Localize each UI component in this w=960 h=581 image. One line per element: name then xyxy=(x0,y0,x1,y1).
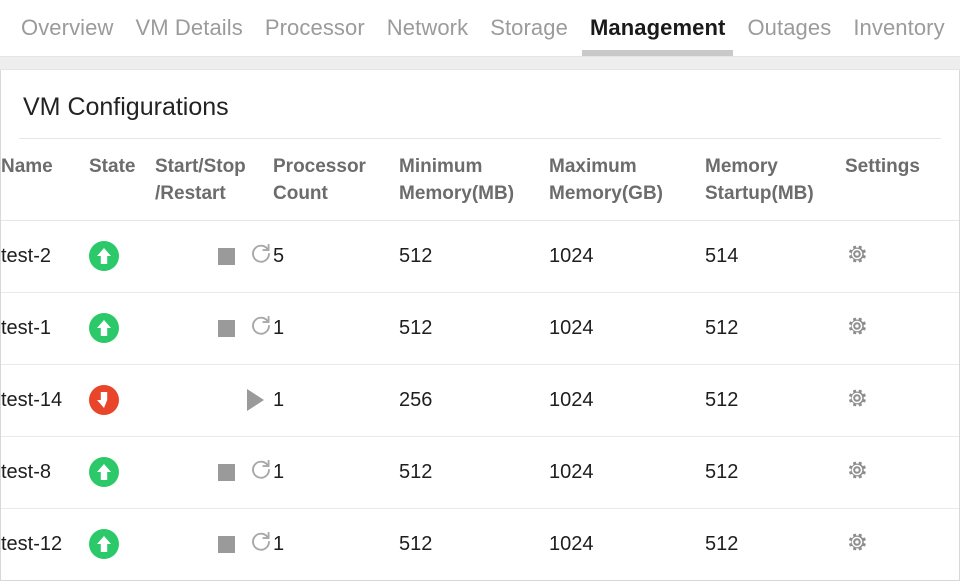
gear-icon[interactable] xyxy=(845,386,869,414)
column-header-name: Name xyxy=(1,155,53,177)
column-header-min-memory-line1: Minimum xyxy=(399,155,483,177)
gear-icon[interactable] xyxy=(845,530,869,558)
cell-maximum-memory: 1024 xyxy=(549,533,594,556)
column-header-settings: Settings xyxy=(845,155,920,177)
gear-icon[interactable] xyxy=(845,314,869,342)
stop-icon[interactable] xyxy=(218,247,235,265)
arrow-up-circle-icon[interactable] xyxy=(89,529,119,560)
column-header-minimum-memory: Minimum Memory(MB) xyxy=(399,139,549,221)
cell-processor-count: 1 xyxy=(273,292,399,365)
tab-network[interactable]: Network xyxy=(386,15,469,40)
column-header-start-stop-restart: Start/Stop /Restart xyxy=(155,139,273,221)
cell-settings xyxy=(845,436,959,509)
cell-settings xyxy=(845,364,959,437)
column-header-min-memory-line2: Memory(MB) xyxy=(399,183,515,205)
cell-memory-startup: 512 xyxy=(705,292,845,365)
cell-processor-count: 1 xyxy=(273,436,399,509)
cell-state xyxy=(89,436,155,509)
gear-icon[interactable] xyxy=(845,242,869,270)
column-header-startup-line2: Startup(MB) xyxy=(705,183,814,205)
vm-configurations-table: Name State Start/Stop /Restart Processor… xyxy=(1,139,959,580)
arrow-up-circle-icon[interactable] xyxy=(89,457,119,488)
restart-icon[interactable] xyxy=(249,314,273,342)
cell-state xyxy=(89,508,155,580)
cell-controls xyxy=(155,220,273,293)
cell-state xyxy=(89,364,155,437)
cell-processor-count: 1 xyxy=(273,533,285,556)
cell-settings xyxy=(845,292,959,365)
cell-memory-startup: 514 xyxy=(705,220,845,293)
tab-bar: Overview VM Details Processor Network St… xyxy=(0,0,960,56)
column-header-control-line2: /Restart xyxy=(155,183,226,205)
tab-processor[interactable]: Processor xyxy=(264,15,365,40)
table-row: test-12 1 512 1024 512 xyxy=(1,508,959,580)
arrow-up-circle-icon[interactable] xyxy=(89,313,119,344)
table-header: Name State Start/Stop /Restart Processor… xyxy=(1,139,959,221)
cell-maximum-memory: 1024 xyxy=(549,436,705,509)
column-header-processor-line2: Count xyxy=(273,183,328,205)
tab-storage[interactable]: Storage xyxy=(490,15,568,40)
cell-controls xyxy=(155,292,273,365)
cell-name: test-1 xyxy=(1,292,89,365)
section-divider-band xyxy=(0,56,960,70)
arrow-up-circle-icon[interactable] xyxy=(89,241,119,272)
column-header-max-memory-line2: Memory(GB) xyxy=(549,183,664,205)
page-title: VM Configurations xyxy=(23,93,229,121)
cell-memory-startup: 512 xyxy=(705,533,739,556)
cell-name: test-8 xyxy=(1,436,89,509)
cell-minimum-memory: 512 xyxy=(399,533,433,556)
column-header-memory-startup: Memory Startup(MB) xyxy=(705,139,845,221)
stop-icon[interactable] xyxy=(218,535,235,553)
cell-memory-startup: 512 xyxy=(705,364,845,437)
restart-icon[interactable] xyxy=(249,458,273,486)
cell-maximum-memory: 1024 xyxy=(549,364,705,437)
restart-icon[interactable] xyxy=(249,530,273,558)
cell-settings xyxy=(845,508,959,580)
tab-inventory[interactable]: Inventory xyxy=(853,15,945,40)
tab-vm-details[interactable]: VM Details xyxy=(135,15,243,40)
cell-controls xyxy=(155,508,273,580)
cell-name: test-12 xyxy=(1,533,63,556)
vm-configurations-card: VM Configurations Name State Start/Stop … xyxy=(0,70,960,581)
tab-management[interactable]: Management xyxy=(579,0,736,56)
cell-minimum-memory: 256 xyxy=(399,364,549,437)
column-header-control-line1: Start/Stop xyxy=(155,155,246,177)
cell-processor-count: 1 xyxy=(273,364,399,437)
tab-overview[interactable]: Overview xyxy=(21,15,114,40)
cell-maximum-memory: 1024 xyxy=(549,292,705,365)
tab-outages[interactable]: Outages xyxy=(747,15,832,40)
column-header-max-memory-line1: Maximum xyxy=(549,155,637,177)
cell-state xyxy=(89,292,155,365)
stop-icon[interactable] xyxy=(218,463,235,481)
stop-icon[interactable] xyxy=(218,319,235,337)
gear-icon[interactable] xyxy=(845,458,869,486)
cell-name: test-14 xyxy=(1,364,89,437)
title-divider xyxy=(19,137,941,139)
cell-minimum-memory: 512 xyxy=(399,436,549,509)
cell-state xyxy=(89,220,155,293)
cell-maximum-memory: 1024 xyxy=(549,220,705,293)
column-header-state: State xyxy=(89,155,136,177)
table-header-row: Name State Start/Stop /Restart Processor… xyxy=(1,139,959,221)
cell-minimum-memory: 512 xyxy=(399,220,549,293)
column-header-startup-line1: Memory xyxy=(705,155,778,177)
cell-controls xyxy=(155,436,273,509)
cell-minimum-memory: 512 xyxy=(399,292,549,365)
cell-processor-count: 5 xyxy=(273,220,399,293)
cell-name: test-2 xyxy=(1,220,89,293)
arrow-down-circle-icon[interactable] xyxy=(89,385,119,416)
column-header-processor-line1: Processor xyxy=(273,155,366,177)
play-icon[interactable] xyxy=(247,389,273,412)
cell-memory-startup: 512 xyxy=(705,436,845,509)
column-header-maximum-memory: Maximum Memory(GB) xyxy=(549,139,705,221)
cell-controls xyxy=(155,364,273,437)
column-header-processor-count: Processor Count xyxy=(273,139,399,221)
cell-settings xyxy=(845,220,959,293)
restart-icon[interactable] xyxy=(249,242,273,270)
